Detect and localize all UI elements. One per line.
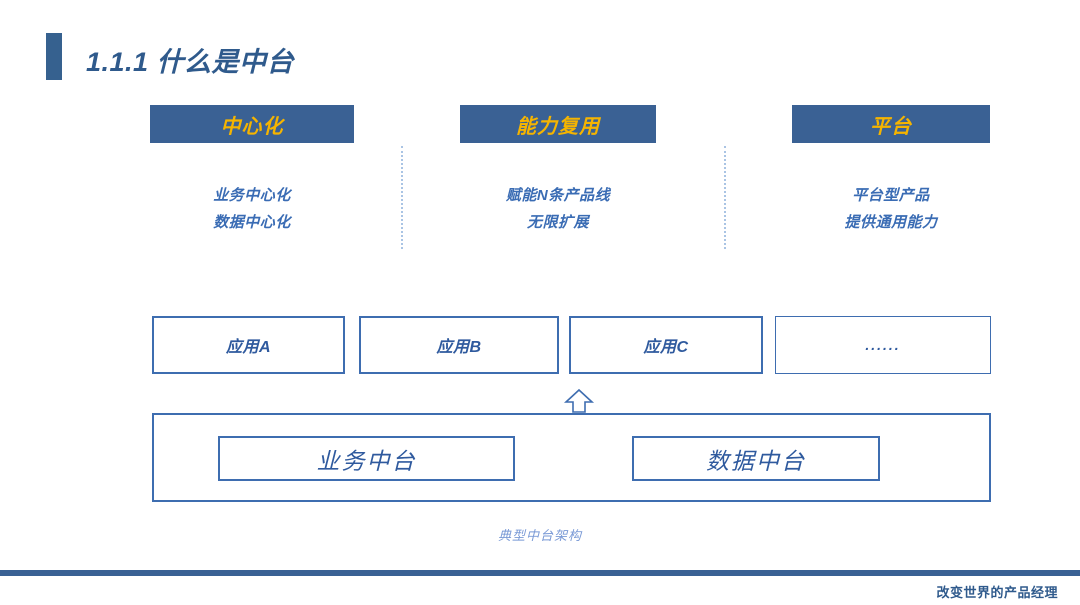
footer-text: 改变世界的产品经理 [936, 585, 1058, 600]
platform-box-business: 业务中台 [218, 436, 515, 481]
pillar-body-capability-reuse: 赋能N条产品线 无限扩展 [460, 182, 656, 236]
platform-box-data: 数据中台 [632, 436, 880, 481]
pillar-body-centralization: 业务中心化 数据中心化 [150, 182, 354, 236]
pillar-body-line: 赋能N条产品线 [505, 187, 611, 204]
pillar-header-centralization: 中心化 [150, 105, 354, 143]
pillar-divider [401, 146, 403, 249]
app-box-label: ...... [865, 337, 901, 353]
page-title: 1.1.1 什么是中台 [86, 47, 295, 77]
pillar-body-line: 数据中心化 [213, 214, 291, 231]
app-box-more: ...... [775, 316, 991, 374]
app-box-c: 应用C [569, 316, 763, 374]
app-box-b: 应用B [359, 316, 559, 374]
pillar-body-platform: 平台型产品 提供通用能力 [792, 182, 990, 236]
pillar-header-label: 能力复用 [516, 115, 600, 138]
app-box-label: 应用A [225, 339, 272, 356]
pillar-header-label: 平台 [870, 115, 912, 138]
app-box-a: 应用A [152, 316, 345, 374]
app-box-label: 应用C [643, 339, 689, 356]
platform-box-label: 数据中台 [706, 447, 806, 474]
pillar-body-line: 平台型产品 [852, 187, 930, 204]
pillar-body-line: 业务中心化 [213, 187, 291, 204]
up-arrow-icon [563, 388, 595, 413]
pillar-header-capability-reuse: 能力复用 [460, 105, 656, 143]
app-box-label: 应用B [436, 339, 482, 356]
diagram-caption: 典型中台架构 [497, 528, 582, 543]
pillar-header-platform: 平台 [792, 105, 990, 143]
pillar-body-line: 无限扩展 [526, 214, 589, 231]
pillar-divider [724, 146, 726, 249]
pillar-header-label: 中心化 [220, 115, 284, 138]
footer-bar [0, 570, 1080, 576]
title-accent-bar [46, 33, 62, 80]
platform-box-label: 业务中台 [316, 447, 417, 474]
pillar-body-line: 提供通用能力 [844, 214, 938, 231]
